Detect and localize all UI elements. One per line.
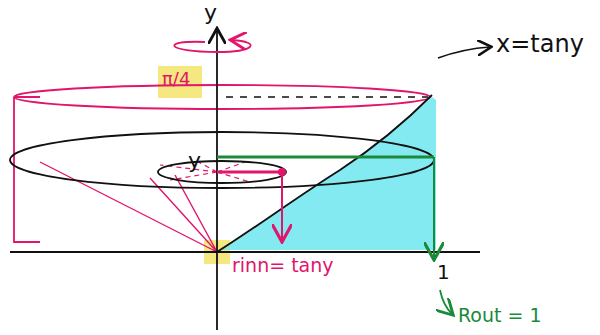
- radius-label: Rout = 1: [458, 306, 542, 325]
- radius-label: rinn= tany: [232, 256, 334, 275]
- leader-line: [438, 47, 490, 58]
- inner-radius: [217, 171, 282, 174]
- rotation-arrow: [174, 40, 250, 52]
- x-axis: [10, 251, 480, 253]
- y-axis: [216, 30, 218, 330]
- leader-line: [440, 290, 452, 314]
- outer-radius: [217, 156, 434, 159]
- angle-label: π/4: [162, 70, 190, 88]
- washer-inner: [158, 161, 286, 183]
- curve: [217, 95, 432, 252]
- curve-label: x=tany: [496, 32, 584, 56]
- axis-label: y: [204, 2, 217, 24]
- bracket: [14, 97, 40, 242]
- level-line: [226, 96, 428, 98]
- outer-radius-drop: [433, 157, 435, 258]
- washer-outer: [10, 132, 434, 188]
- highlight: [158, 66, 202, 98]
- inner-radius-drop: [281, 172, 283, 240]
- tick-label: 1: [437, 262, 450, 282]
- cone-line: [40, 162, 217, 252]
- variable-label: y: [188, 150, 201, 172]
- cylinder-top: [14, 85, 430, 109]
